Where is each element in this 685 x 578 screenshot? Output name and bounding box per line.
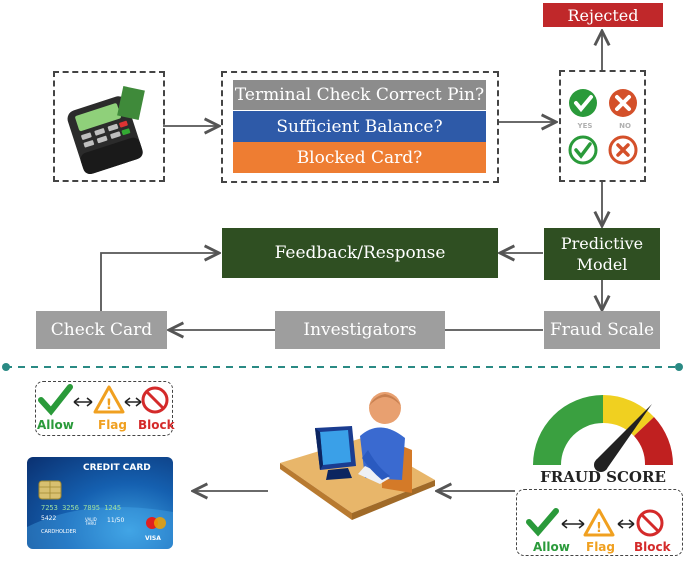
legend-block: Block [138, 418, 175, 432]
gauge-legend-block: Block [634, 540, 671, 554]
gauge-legend-allow: Allow [533, 540, 570, 554]
predictive-model-box: Predictive Model [544, 228, 660, 280]
payment-terminal-icon [67, 86, 145, 174]
card-code: 5422 [41, 515, 57, 522]
decision-frame [559, 70, 646, 182]
credit-card: CREDIT CARD 7253 3256 7895 1245 5422 VAL… [27, 457, 173, 549]
card-title: CREDIT CARD [83, 463, 151, 473]
predictive-model-label: Predictive Model [560, 234, 644, 274]
check-balance: Sufficient Balance? [233, 111, 486, 142]
card-number: 7253 3256 7895 1245 [41, 504, 122, 512]
gauge-green-segment [533, 395, 603, 465]
check-pin: Terminal Check Correct Pin? [233, 80, 486, 110]
legend-allow: Allow [37, 418, 74, 432]
checks-frame [221, 71, 499, 183]
yes-check-icon [569, 89, 597, 117]
rejected-box: Rejected [543, 3, 663, 27]
mastercard-logo-icon [146, 517, 166, 529]
svg-text:!: ! [106, 397, 112, 413]
card-valid: VALID THRU [85, 517, 97, 526]
gauge-red-segment [634, 417, 673, 465]
feedback-box: Feedback/Response [222, 228, 498, 278]
no-cross-icon [609, 89, 637, 117]
gauge-legend-icons: ! [526, 508, 664, 537]
gauge-legend-flag: Flag [586, 540, 615, 554]
cross-outline-icon [608, 135, 638, 165]
legend-flag: Flag [98, 418, 127, 432]
block-icon [141, 386, 169, 414]
no-label: NO [619, 122, 631, 130]
fraud-score-gauge [533, 394, 673, 472]
fraud-score-label: FRAUD SCORE [540, 468, 666, 486]
gauge-block-icon [636, 509, 664, 537]
card-graphics [27, 480, 173, 549]
allow-check-icon [38, 384, 73, 416]
decision-icons [568, 89, 638, 165]
card-brand: VISA [145, 535, 161, 542]
check-outline-icon [568, 135, 598, 165]
terminal-frame [53, 71, 165, 182]
svg-text:!: ! [596, 521, 602, 536]
yes-label: YES [577, 122, 593, 130]
chip-icon [38, 480, 62, 500]
action-legend-frame [35, 381, 173, 436]
gauge-flag-warning-icon: ! [583, 508, 615, 537]
check-blocked: Blocked Card? [233, 142, 486, 173]
action-legend-icons: ! [38, 384, 169, 416]
investigators-box: Investigators [275, 311, 445, 349]
gauge-needle [596, 404, 652, 470]
card-holder: CARDHOLDER [41, 529, 77, 535]
card-expiry: 11/50 [107, 517, 125, 524]
fraud-scale-box: Fraud Scale [544, 311, 660, 349]
gauge-yellow-segment [603, 394, 654, 436]
check-card-box: Check Card [36, 311, 167, 349]
gauge-allow-check-icon [526, 508, 559, 537]
investigator-desk-icon [280, 392, 435, 520]
flag-warning-icon: ! [93, 385, 125, 414]
gauge-legend-frame [516, 489, 683, 556]
